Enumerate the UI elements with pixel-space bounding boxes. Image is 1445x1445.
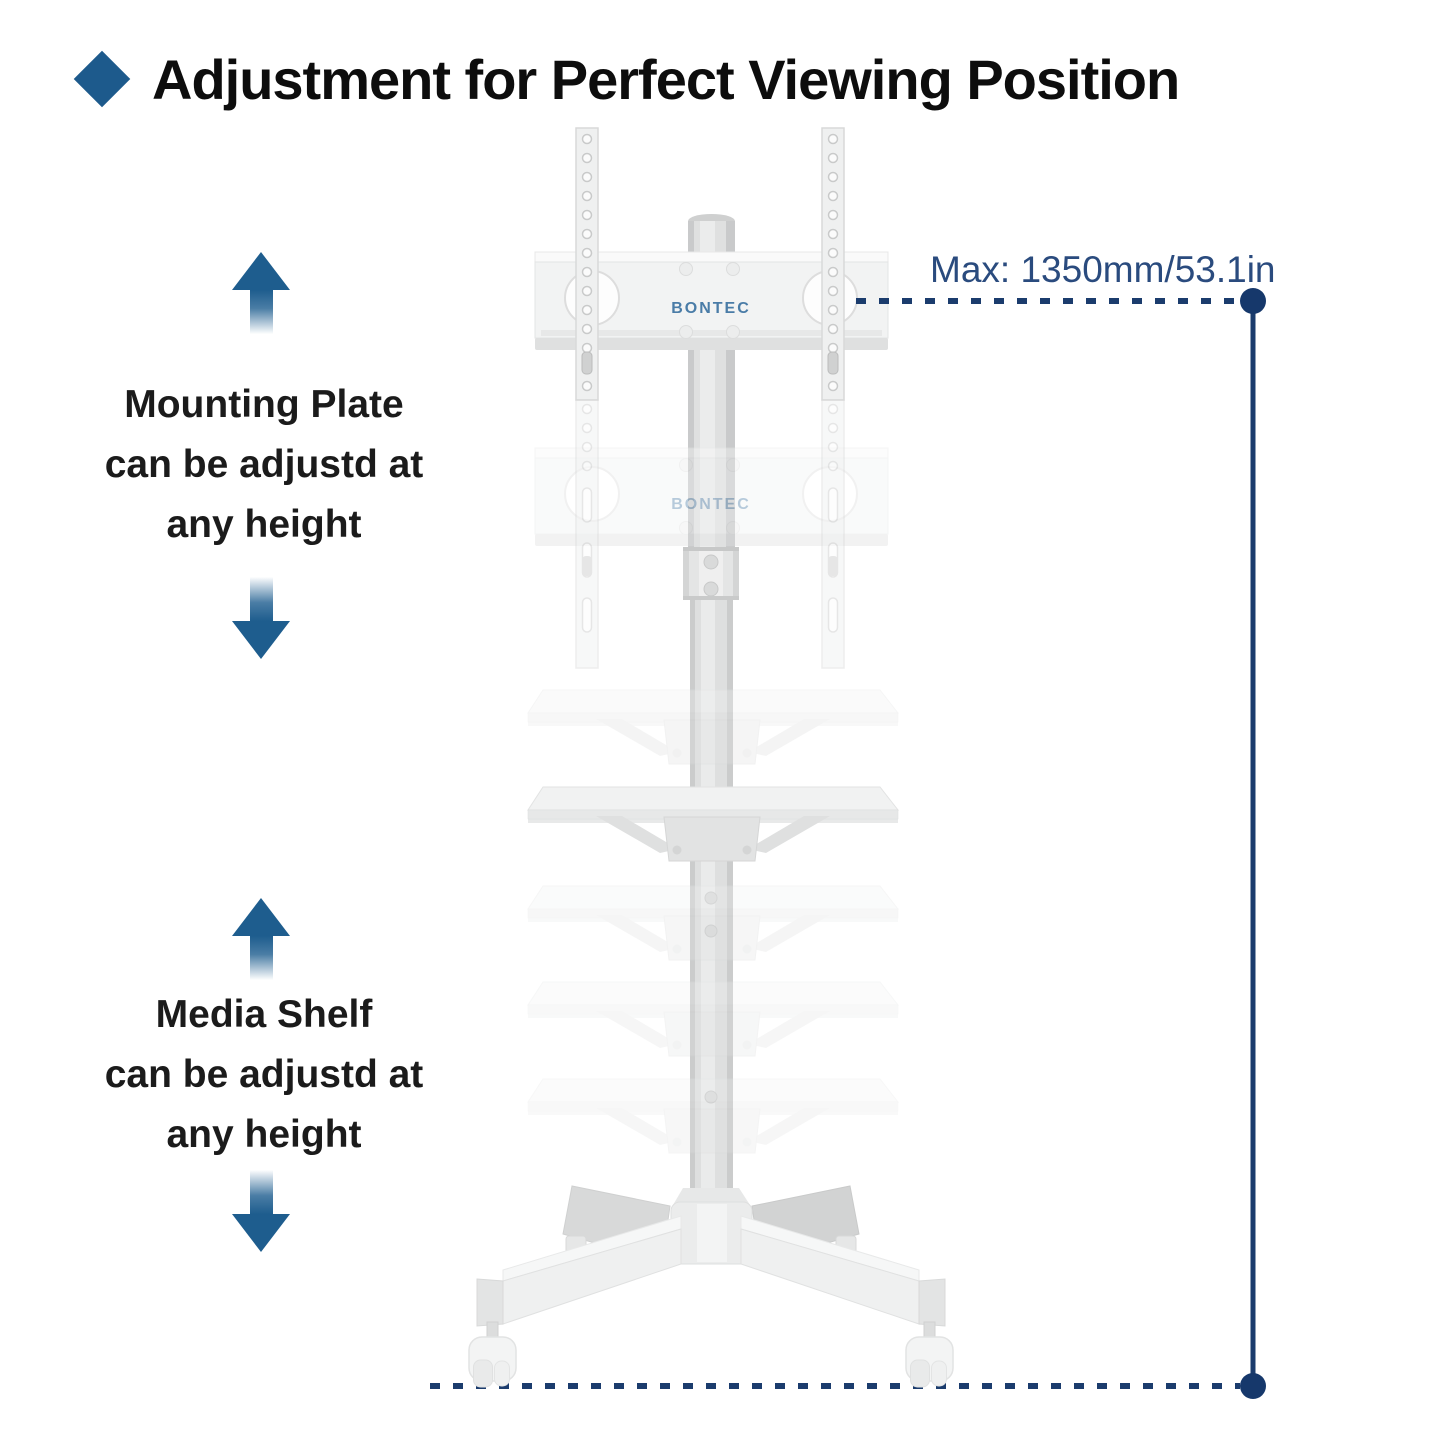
dimension-endpoint-dot-top <box>1240 288 1266 314</box>
down-arrow-icon <box>232 575 290 659</box>
page-title: Adjustment for Perfect Viewing Position <box>152 47 1180 111</box>
rail-clip-pin <box>581 351 593 375</box>
media-shelf-annotation: Media Shelf can be adjustd at any height <box>84 985 444 1165</box>
arrow-head <box>232 1214 290 1252</box>
media-shelf <box>527 786 899 862</box>
arrow-shaft <box>249 1168 273 1214</box>
annotation-line: Mounting Plate <box>124 383 404 426</box>
down-arrow-icon <box>232 1168 290 1252</box>
mounting-plate-annotation: Mounting Plate can be adjustd at any hei… <box>84 375 444 555</box>
front-leg-left <box>476 1215 682 1327</box>
pole-collar <box>683 547 739 600</box>
diamond-icon <box>73 50 131 108</box>
vesa-rail-right-ghost <box>821 399 845 669</box>
annotation-line: Media Shelf <box>155 993 373 1036</box>
caster-wheel-left <box>468 1336 517 1388</box>
front-leg-right <box>740 1215 946 1327</box>
ghost-media-shelf <box>527 1078 899 1154</box>
ghost-media-shelf <box>527 885 899 961</box>
arrow-head <box>232 621 290 659</box>
max-height-dimension <box>856 288 1266 1399</box>
ghost-mounting-plate: BONTEC <box>534 447 889 546</box>
max-height-label: Max: 1350mm/53.1in <box>930 249 1276 290</box>
dimension-endpoint-dot-bottom <box>1240 1373 1266 1399</box>
ghost-media-shelf <box>527 981 899 1057</box>
vesa-rail-left-ghost <box>575 399 599 669</box>
annotation-line: can be adjustd at <box>104 443 424 486</box>
vesa-rail-right <box>821 127 845 669</box>
up-arrow-icon <box>232 898 290 982</box>
annotation-line: can be adjustd at <box>104 1053 424 1096</box>
ghost-media-shelf <box>527 689 899 765</box>
annotation-line: any height <box>166 503 362 546</box>
arrow-shaft <box>249 290 273 336</box>
header: Adjustment for Perfect Viewing Position <box>73 44 1180 114</box>
annotation-line: any height <box>166 1113 362 1156</box>
up-arrow-icon <box>232 252 290 336</box>
arrow-head <box>232 252 290 290</box>
brand-logo-ghost: BONTEC <box>671 496 751 513</box>
rail-clip-pin <box>827 351 839 375</box>
stand-base <box>468 1185 954 1388</box>
brand-logo: BONTEC <box>671 300 751 317</box>
arrow-head <box>232 898 290 936</box>
arrow-shaft <box>249 575 273 621</box>
caster-wheel-right <box>905 1336 954 1388</box>
vesa-rail-left <box>575 127 599 669</box>
arrow-shaft <box>249 936 273 982</box>
